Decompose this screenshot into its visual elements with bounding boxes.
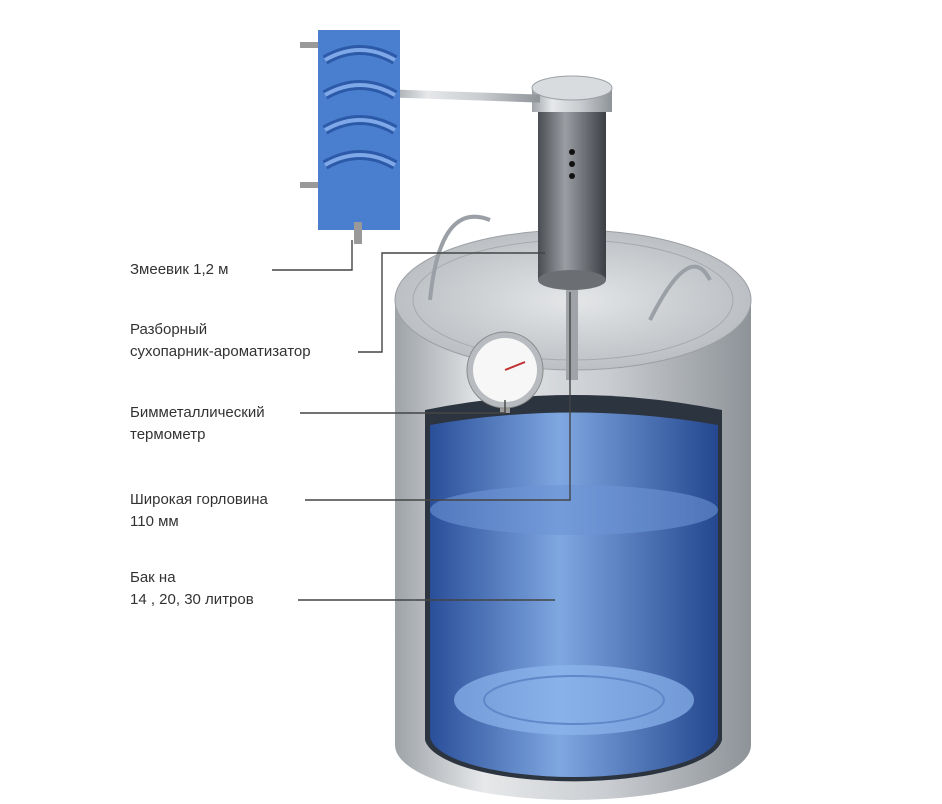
leader-neck [305, 292, 571, 501]
label-steamer-line1: Разборный [130, 321, 208, 338]
thermometer [466, 331, 544, 413]
tank [394, 214, 752, 800]
label-neck-line2: 110 мм [130, 513, 179, 530]
leader-steamer [358, 252, 545, 353]
coil [300, 30, 541, 244]
label-tank-line2: 14 , 20, 30 литров [130, 591, 254, 608]
leader-lines [272, 240, 571, 601]
label-thermometer-line1: Бимметаллический [130, 404, 265, 421]
label-coil: Змеевик 1,2 м [130, 261, 229, 278]
label-thermometer-line2: термометр [130, 426, 206, 443]
label-neck-line1: Широкая горловина [130, 491, 268, 508]
leader-thermometer [300, 400, 506, 414]
leader-coil [272, 240, 353, 271]
label-tank-line1: Бак на [130, 569, 176, 586]
steamer-column [531, 75, 613, 380]
label-steamer-line2: сухопарник-ароматизатор [130, 343, 311, 360]
